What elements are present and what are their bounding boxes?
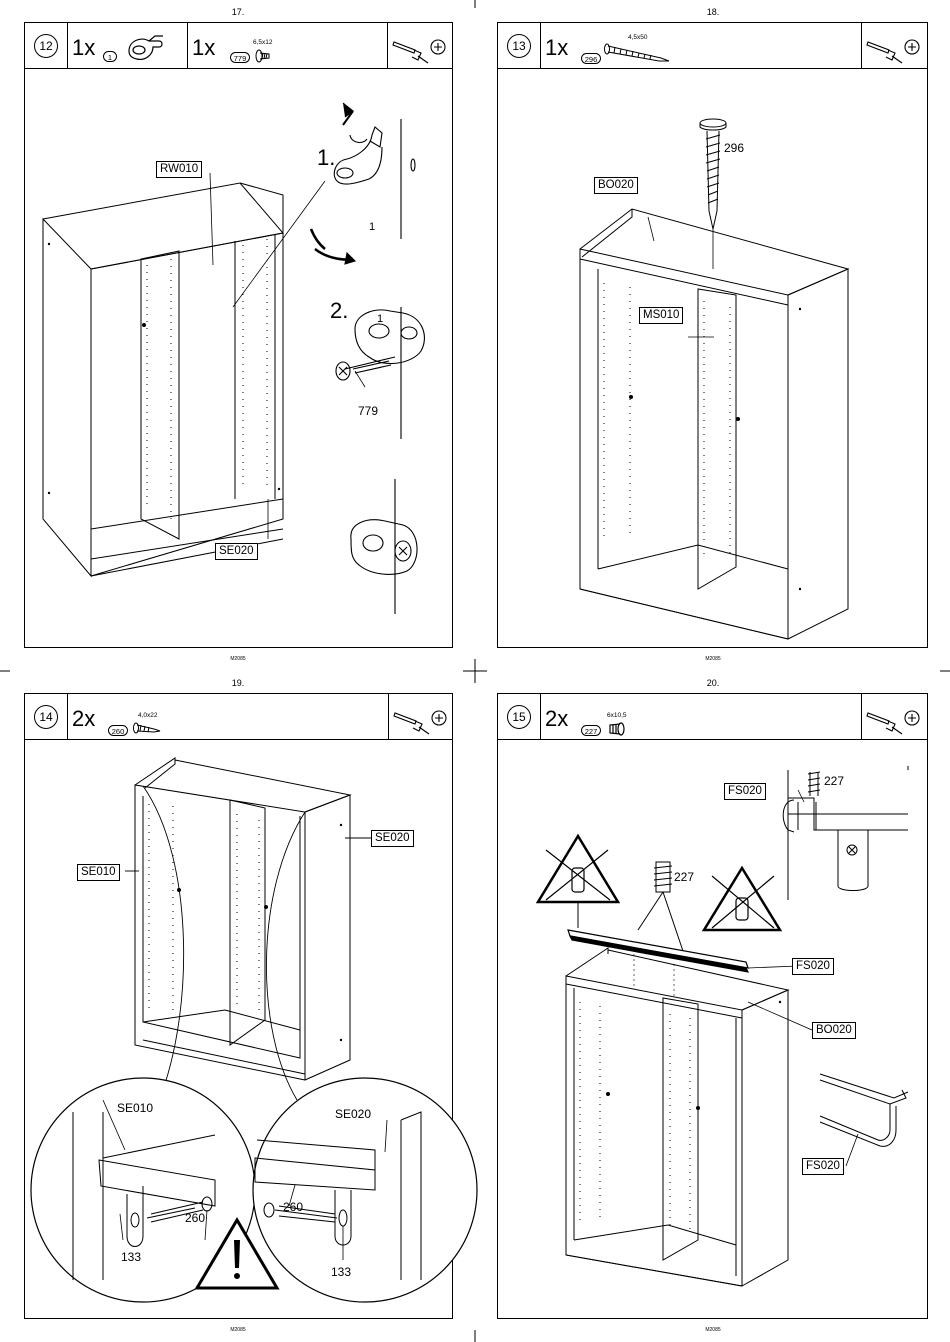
wardrobe-drawing: [25, 69, 455, 649]
part-label-rw010: RW010: [156, 161, 202, 178]
zoom-label: SE020: [335, 1107, 371, 1121]
wardrobe-drawing: [25, 740, 455, 1320]
panel-header: 12 1x 1 1x 6,5x12 779: [25, 23, 452, 69]
part-spec: 6,5x12: [253, 39, 273, 46]
step-number: 12: [34, 34, 58, 58]
screw-icon: [132, 721, 162, 741]
zoom-label: SE010: [117, 1101, 153, 1115]
part-quantity: 2x: [72, 708, 95, 730]
page-number: 18.: [683, 7, 743, 17]
screw-icon: [254, 48, 274, 68]
part-label-fs020: FS020: [724, 783, 766, 800]
part-number: 227: [581, 725, 601, 736]
step-callout: 1.: [317, 145, 335, 171]
part-spec: 6x10,5: [607, 712, 627, 719]
part-number-callout: 227: [674, 870, 694, 884]
part-quantity: 1x: [545, 37, 568, 59]
part-quantity: 1x: [192, 37, 215, 59]
part-cell: 1x 1: [68, 23, 188, 68]
part-label-fs020: FS020: [792, 958, 834, 975]
document-code: M2085: [693, 1327, 733, 1333]
page-number: 20.: [683, 678, 743, 688]
part-number: 260: [108, 725, 128, 736]
part-number-callout: 1: [369, 221, 375, 233]
part-label-fs020: FS020: [802, 1158, 844, 1175]
part-number-callout: 260: [185, 1211, 205, 1225]
tool-cell: [388, 694, 452, 739]
tool-cell: [861, 23, 927, 68]
document-code: M2085: [693, 656, 733, 662]
panel-header: 15 2x 6x10,5 227: [498, 694, 927, 740]
step-cell: 14: [25, 694, 68, 739]
step-number: 15: [507, 705, 531, 729]
part-quantity: 1x: [72, 37, 95, 59]
screwdriver-icon: [388, 23, 450, 67]
step-callout: 2.: [330, 298, 348, 324]
part-label-se020: SE020: [371, 830, 414, 847]
instruction-panel-step-12: 12 1x 1 1x 6,5x12 779: [24, 22, 453, 648]
part-number-callout: 779: [358, 404, 378, 418]
step-cell: 15: [498, 694, 541, 739]
cam-bolt-icon: [607, 721, 627, 741]
page-number: 17.: [208, 7, 268, 17]
part-number-callout: 133: [331, 1265, 351, 1279]
tool-cell: [388, 23, 452, 68]
step-cell: 12: [25, 23, 68, 68]
part-number-callout: 133: [121, 1250, 141, 1264]
part-cell: 1x 6,5x12 779: [188, 23, 388, 68]
page-number: 19.: [208, 678, 268, 688]
part-spec: 4,5x50: [628, 34, 648, 41]
part-cell: 2x 6x10,5 227: [541, 694, 861, 739]
step-number: 13: [507, 34, 531, 58]
part-label-se020: SE020: [215, 543, 258, 560]
part-cell: 1x 4,5x50 296: [541, 23, 861, 68]
step-cell: 13: [498, 23, 541, 68]
part-spec: 4,0x22: [138, 712, 158, 719]
instruction-panel-step-15: 15 2x 6x10,5 227: [497, 693, 928, 1319]
part-number-callout: 260: [283, 1200, 303, 1214]
instruction-panel-step-14: 14 2x 4,0x22 260: [24, 693, 453, 1319]
tool-cell: [861, 694, 927, 739]
part-label-bo020: BO020: [812, 1022, 856, 1039]
panel-header: 13 1x 4,5x50 296: [498, 23, 927, 69]
screwdriver-icon: [862, 694, 924, 738]
part-quantity: 2x: [545, 708, 568, 730]
long-screw-icon: [603, 41, 673, 71]
wardrobe-drawing: [498, 69, 928, 649]
part-number: 296: [581, 53, 601, 64]
part-number-callout: 227: [824, 774, 844, 788]
instruction-panel-step-13: 13 1x 4,5x50 296: [497, 22, 928, 648]
document-code: M2085: [218, 1327, 258, 1333]
part-number-callout: 296: [724, 141, 744, 155]
panel-header: 14 2x 4,0x22 260: [25, 694, 452, 740]
step-number: 14: [34, 705, 58, 729]
part-number: 1: [103, 51, 117, 62]
cam-lock-icon: [123, 33, 173, 63]
screwdriver-icon: [862, 23, 924, 67]
part-number-callout: 1: [377, 313, 383, 325]
document-code: M2085: [218, 656, 258, 662]
part-label-bo020: BO020: [594, 177, 638, 194]
part-number: 779: [230, 52, 250, 63]
screwdriver-icon: [389, 694, 451, 738]
part-label-ms010: MS010: [639, 307, 683, 324]
part-cell: 2x 4,0x22 260: [68, 694, 388, 739]
wardrobe-drawing: [498, 740, 928, 1320]
part-label-se010: SE010: [77, 864, 120, 881]
